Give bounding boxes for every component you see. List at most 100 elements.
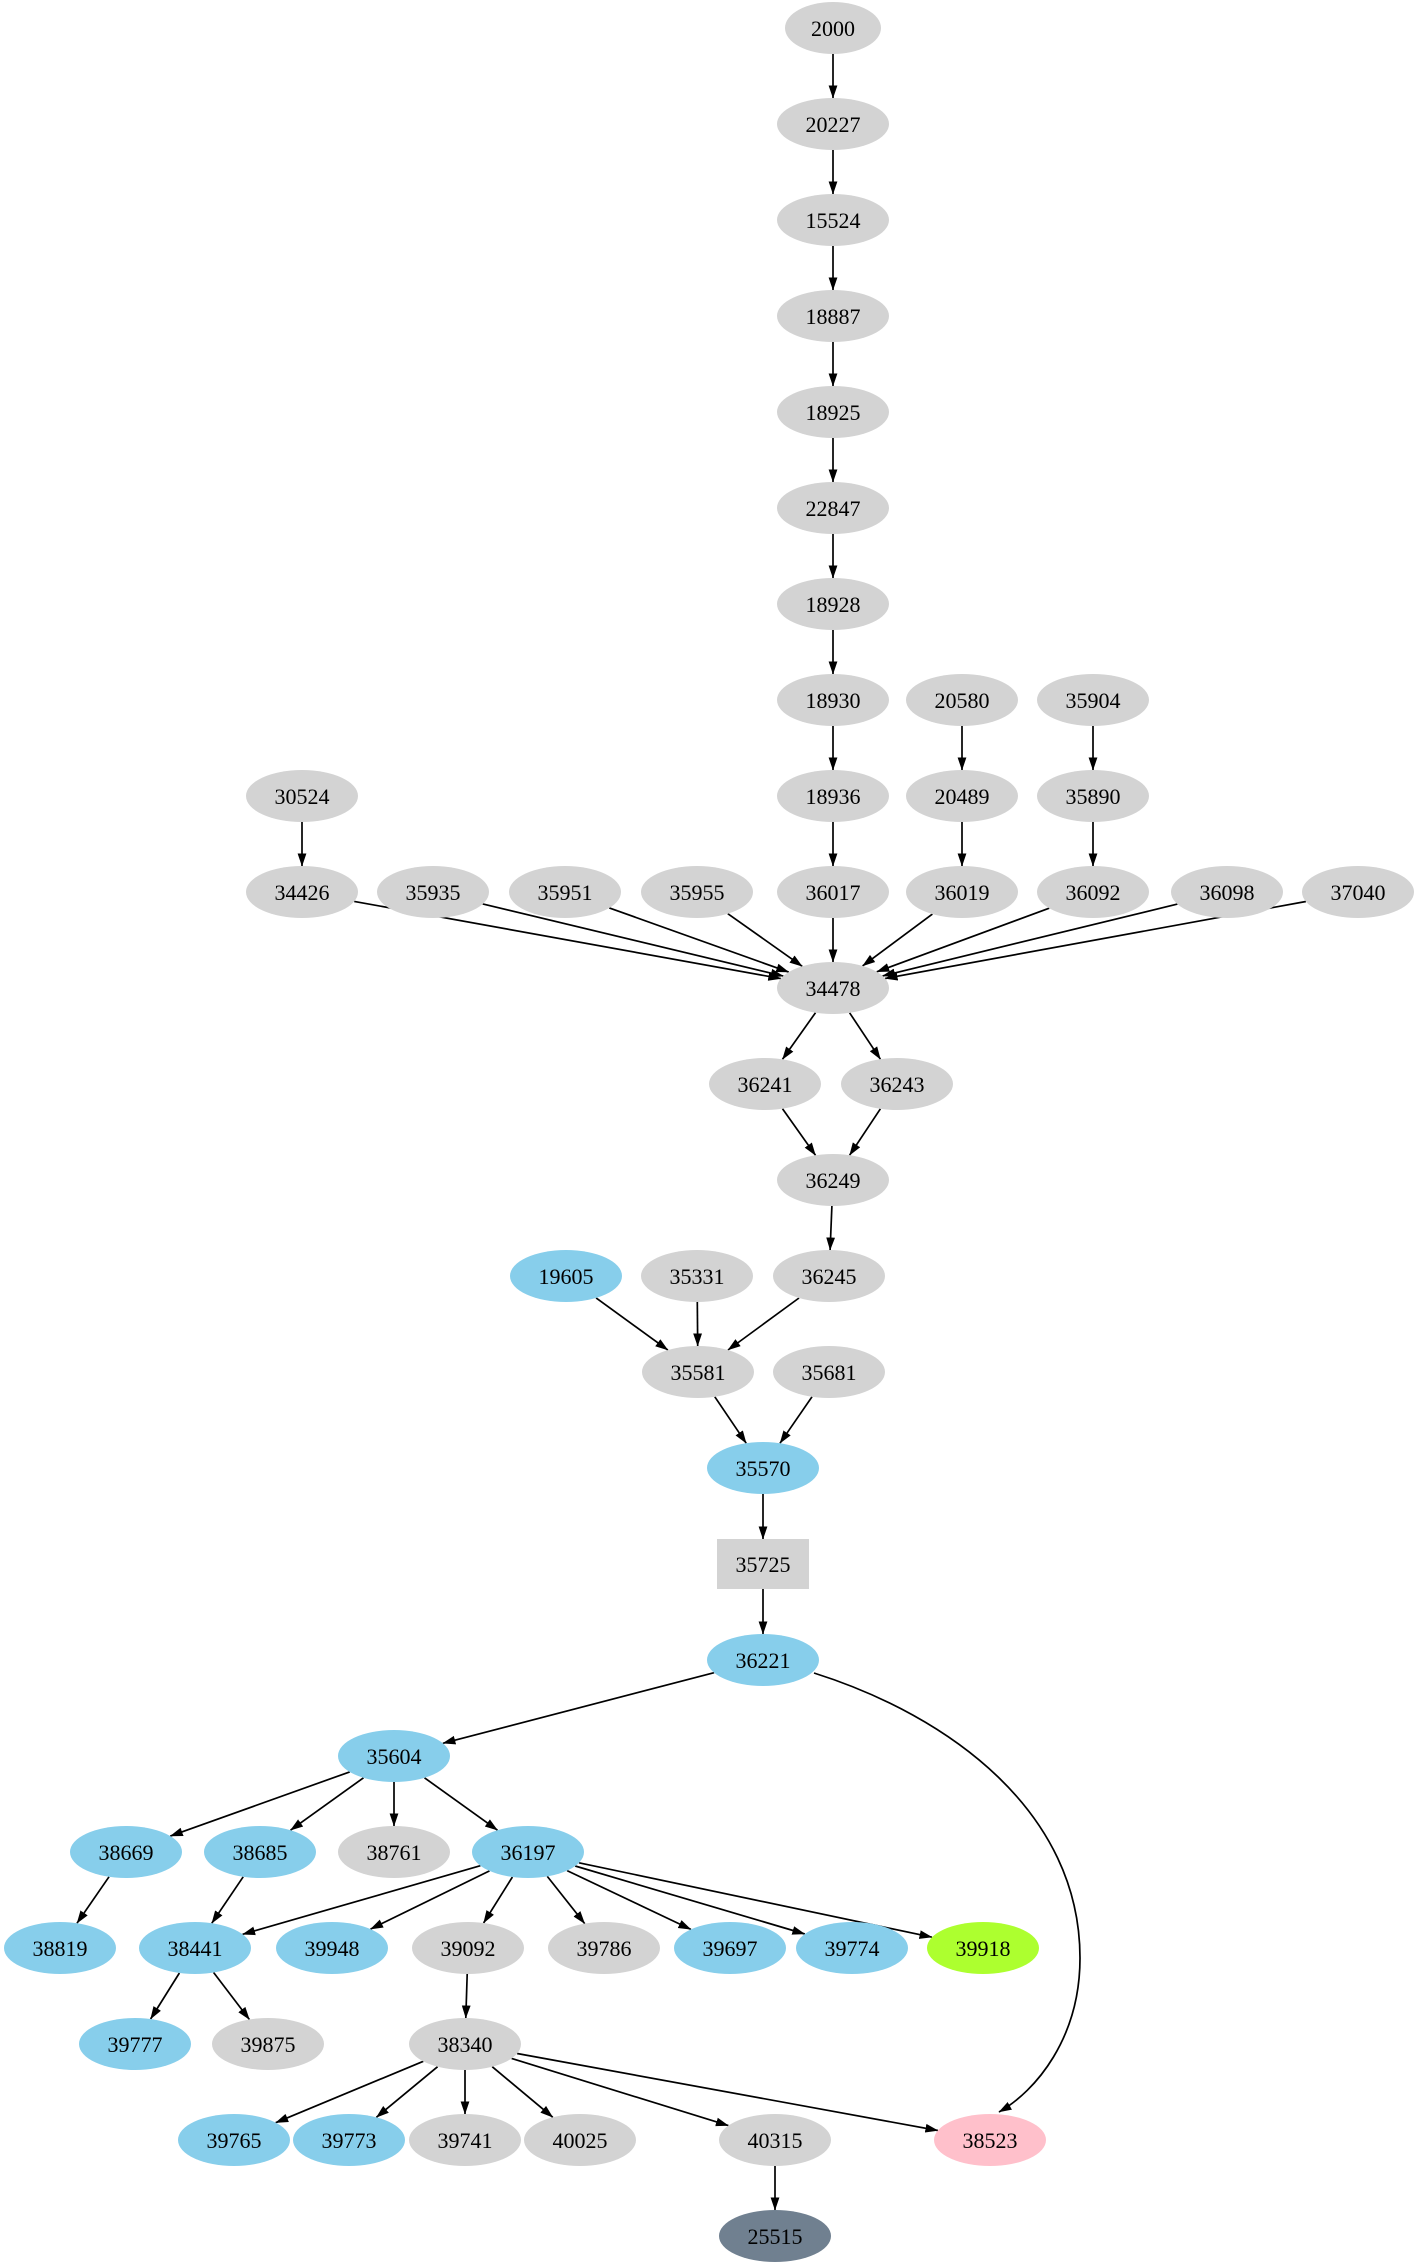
- node-39765: 39765: [178, 2114, 290, 2166]
- node-39777: 39777: [79, 2018, 191, 2070]
- node-35904: 35904: [1037, 674, 1149, 726]
- node-36019: 36019: [906, 866, 1018, 918]
- node-label: 38761: [367, 1840, 422, 1865]
- node-38523: 38523: [934, 2114, 1046, 2166]
- node-shape-ellipse: [641, 1250, 753, 1302]
- node-shape-ellipse: [510, 1250, 622, 1302]
- node-label: 36221: [736, 1648, 791, 1673]
- node-shape-ellipse: [841, 1058, 953, 1110]
- edge-19605-35581: [595, 1297, 669, 1351]
- node-label: 36243: [870, 1072, 925, 1097]
- node-shape-ellipse: [276, 1922, 388, 1974]
- node-shape-ellipse: [719, 2114, 831, 2166]
- node-label: 35951: [538, 880, 593, 905]
- edge-35581-35570: [714, 1396, 747, 1444]
- node-label: 39697: [703, 1936, 758, 1961]
- node-36017: 36017: [777, 866, 889, 918]
- node-40315: 40315: [719, 2114, 831, 2166]
- node-39773: 39773: [293, 2114, 405, 2166]
- node-label: 35955: [670, 880, 725, 905]
- node-label: 34478: [806, 976, 861, 1001]
- node-39786: 39786: [548, 1922, 660, 1974]
- edge-36197-39774: [574, 1865, 806, 1935]
- node-18925: 18925: [777, 386, 889, 438]
- node-20580: 20580: [906, 674, 1018, 726]
- node-label: 36197: [501, 1840, 556, 1865]
- node-15524: 15524: [777, 194, 889, 246]
- node-shape-ellipse: [777, 194, 889, 246]
- edge-35935-34478: [482, 903, 784, 978]
- node-shape-ellipse: [204, 1826, 316, 1878]
- node-shape-ellipse: [472, 1826, 584, 1878]
- node-39948: 39948: [276, 1922, 388, 1974]
- edge-38685-38441: [211, 1876, 244, 1924]
- edge-38340-40315: [511, 2057, 729, 2127]
- edge-35951-34478: [609, 907, 790, 973]
- node-label: 35904: [1066, 688, 1121, 713]
- node-shape-ellipse: [906, 866, 1018, 918]
- node-18928: 18928: [777, 578, 889, 630]
- node-18936: 18936: [777, 770, 889, 822]
- node-36098: 36098: [1171, 866, 1283, 918]
- node-label: 18930: [806, 688, 861, 713]
- node-38340: 38340: [409, 2018, 521, 2070]
- node-shape-ellipse: [409, 2114, 521, 2166]
- edge-38441-39875: [212, 1971, 251, 2021]
- node-shape-ellipse: [377, 866, 489, 918]
- node-shape-ellipse: [1037, 674, 1149, 726]
- node-shape-ellipse: [246, 770, 358, 822]
- node-label: 35331: [670, 1264, 725, 1289]
- node-38669: 38669: [70, 1826, 182, 1878]
- node-shape-ellipse: [1037, 770, 1149, 822]
- node-30524: 30524: [246, 770, 358, 822]
- node-39875: 39875: [212, 2018, 324, 2070]
- node-label: 39777: [108, 2032, 163, 2057]
- node-label: 20489: [935, 784, 990, 809]
- node-label: 39741: [438, 2128, 493, 2153]
- edge-35604-38685: [290, 1777, 364, 1831]
- node-label: 38441: [168, 1936, 223, 1961]
- edge-36241-36249: [781, 1108, 817, 1156]
- node-label: 40025: [553, 2128, 608, 2153]
- edge-36221-38523: [813, 1672, 1081, 2113]
- node-39092: 39092: [412, 1922, 524, 1974]
- node-35890: 35890: [1037, 770, 1149, 822]
- edge-36197-39948: [370, 1870, 490, 1930]
- node-34478: 34478: [777, 962, 889, 1014]
- node-shape-ellipse: [773, 1250, 885, 1302]
- edge-34478-36241: [781, 1012, 817, 1060]
- node-shape-ellipse: [719, 2210, 831, 2262]
- node-22847: 22847: [777, 482, 889, 534]
- node-18887: 18887: [777, 290, 889, 342]
- node-label: 38669: [99, 1840, 154, 1865]
- edge-36197-38441: [242, 1864, 481, 1936]
- edge-39092-38340: [461, 1973, 471, 2019]
- node-label: 35681: [802, 1360, 857, 1385]
- node-35570: 35570: [707, 1442, 819, 1494]
- node-label: 36249: [806, 1168, 861, 1193]
- edge-36019-34478: [862, 913, 933, 967]
- node-35955: 35955: [641, 866, 753, 918]
- node-shape-ellipse: [906, 674, 1018, 726]
- edge-36243-36249: [848, 1108, 882, 1156]
- node-label: 39765: [207, 2128, 262, 2153]
- node-39741: 39741: [409, 2114, 521, 2166]
- edge-36249-36245: [826, 1205, 836, 1251]
- node-label: 35725: [736, 1552, 791, 1577]
- node-shape-ellipse: [1037, 866, 1149, 918]
- node-label: 36245: [802, 1264, 857, 1289]
- node-label: 34426: [275, 880, 330, 905]
- node-label: 20580: [935, 688, 990, 713]
- node-label: 39786: [577, 1936, 632, 1961]
- node-20227: 20227: [777, 98, 889, 150]
- node-shape-ellipse: [1302, 866, 1414, 918]
- node-shape-ellipse: [70, 1826, 182, 1878]
- node-35951: 35951: [509, 866, 621, 918]
- node-shape-ellipse: [927, 1922, 1039, 1974]
- node-shape-ellipse: [642, 1346, 754, 1398]
- node-label: 40315: [748, 2128, 803, 2153]
- edge-36197-39786: [546, 1875, 586, 1925]
- node-shape-ellipse: [338, 1730, 450, 1782]
- node-label: 38685: [233, 1840, 288, 1865]
